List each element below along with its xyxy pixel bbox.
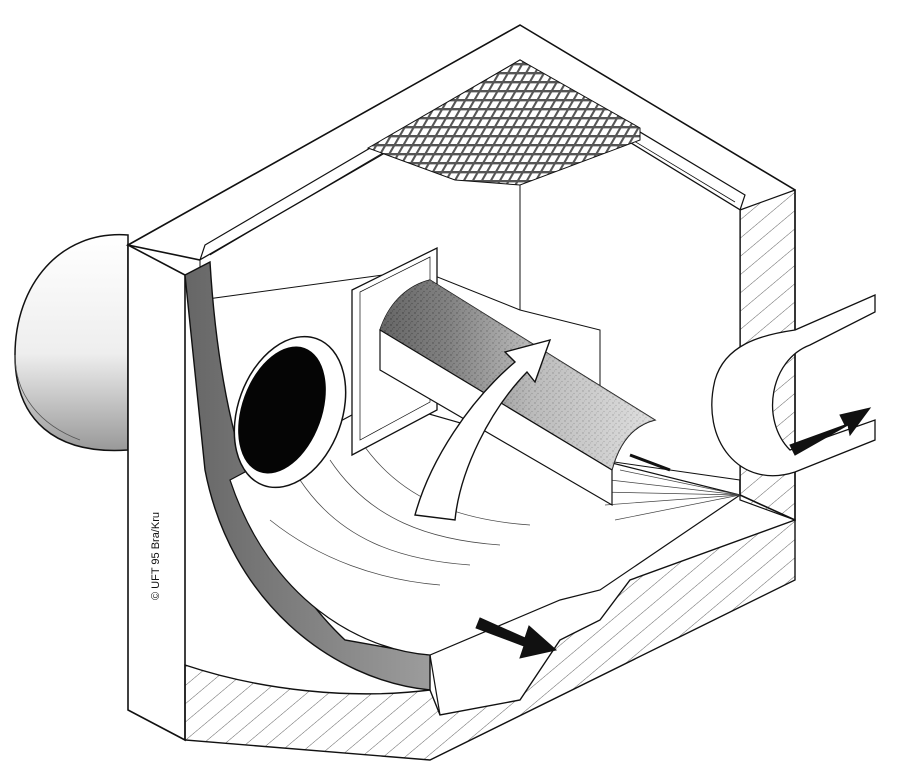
outflow-arrows	[475, 407, 872, 659]
sediment-flow-arrow	[475, 617, 558, 659]
inlet-opening	[233, 335, 347, 489]
inlet-pipe	[14, 234, 129, 452]
flow-arrow-through-screen	[414, 338, 552, 521]
copyright-credit: © UFT 95 Bra/Kru	[150, 512, 162, 600]
outlet-pipe	[711, 294, 876, 477]
chamber-structure	[125, 24, 796, 761]
outlet-flow-arrow	[789, 407, 872, 456]
ceiling-grating	[366, 59, 641, 186]
